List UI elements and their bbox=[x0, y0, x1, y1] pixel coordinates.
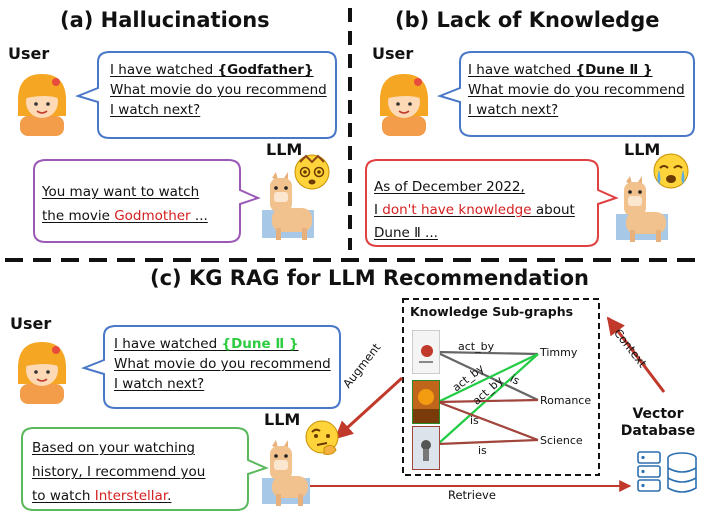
panel-b-llm-message: As of December 2022, I don't have knowle… bbox=[374, 179, 575, 241]
edge-is-science-1 bbox=[437, 400, 539, 442]
panel-a-llm-message: You may want to watch the movie Godmothe… bbox=[42, 184, 208, 224]
panel-b-llm-bubble bbox=[365, 159, 619, 247]
kg-title: Knowledge Sub-graphs bbox=[410, 304, 574, 319]
panel-c-user-message: I have watched {Dune Ⅱ } What movie do y… bbox=[114, 336, 331, 392]
panel-a-user-message: I have watched {Godfather} What movie do… bbox=[110, 62, 327, 118]
node-science: Science bbox=[540, 434, 583, 447]
panel-c-llm-label: LLM bbox=[264, 410, 301, 429]
retrieve-label: Retrieve bbox=[448, 488, 496, 502]
panel-c-llm-bubble bbox=[21, 427, 269, 511]
movie-poster-icon bbox=[412, 330, 440, 374]
context-arrow bbox=[606, 316, 666, 393]
panel-c-title: (c) KG RAG for LLM Recommendation bbox=[150, 266, 590, 290]
panel-a-llm-bubble bbox=[33, 159, 261, 243]
panel-b-user-bubble bbox=[436, 51, 695, 137]
kg-subgraph-box bbox=[402, 298, 600, 476]
edge-act-by-2 bbox=[437, 353, 539, 403]
edge-act-by-3 bbox=[437, 353, 539, 445]
movie-poster-icon bbox=[412, 380, 440, 424]
panel-a-title: (a) Hallucinations bbox=[60, 8, 270, 32]
edge-label-is-3: is bbox=[478, 444, 487, 457]
augment-arrow bbox=[334, 376, 404, 440]
panel-b-user-message: I have watched {Dune Ⅱ } What movie do y… bbox=[468, 62, 685, 118]
node-romance: Romance bbox=[540, 394, 592, 407]
node-timmy: Timmy bbox=[540, 346, 578, 359]
panel-b-llm-label: LLM bbox=[624, 140, 661, 159]
edge-label-act-by-1: act_by bbox=[458, 340, 495, 353]
panel-a-user-bubble bbox=[74, 51, 337, 139]
panel-b-user-label: User bbox=[372, 44, 414, 63]
vector-database-label: Vector Database bbox=[620, 406, 696, 439]
panel-a-user-label: User bbox=[8, 44, 50, 63]
panel-c-user-label: User bbox=[10, 314, 52, 333]
edge-is-romance-1 bbox=[435, 351, 539, 401]
edge-is-romance-2 bbox=[437, 398, 539, 404]
edge-label-is-2: is bbox=[470, 414, 479, 427]
panel-a-llm-label: LLM bbox=[266, 140, 303, 159]
panel-b-title: (b) Lack of Knowledge bbox=[395, 8, 660, 32]
panel-c-user-bubble bbox=[80, 325, 341, 409]
panel-c-llm-message: Based on your watching history, I recomm… bbox=[32, 440, 206, 504]
edge-is-science-2 bbox=[437, 438, 539, 446]
movie-poster-icon bbox=[412, 426, 440, 470]
edge-act-by-1 bbox=[435, 350, 539, 356]
